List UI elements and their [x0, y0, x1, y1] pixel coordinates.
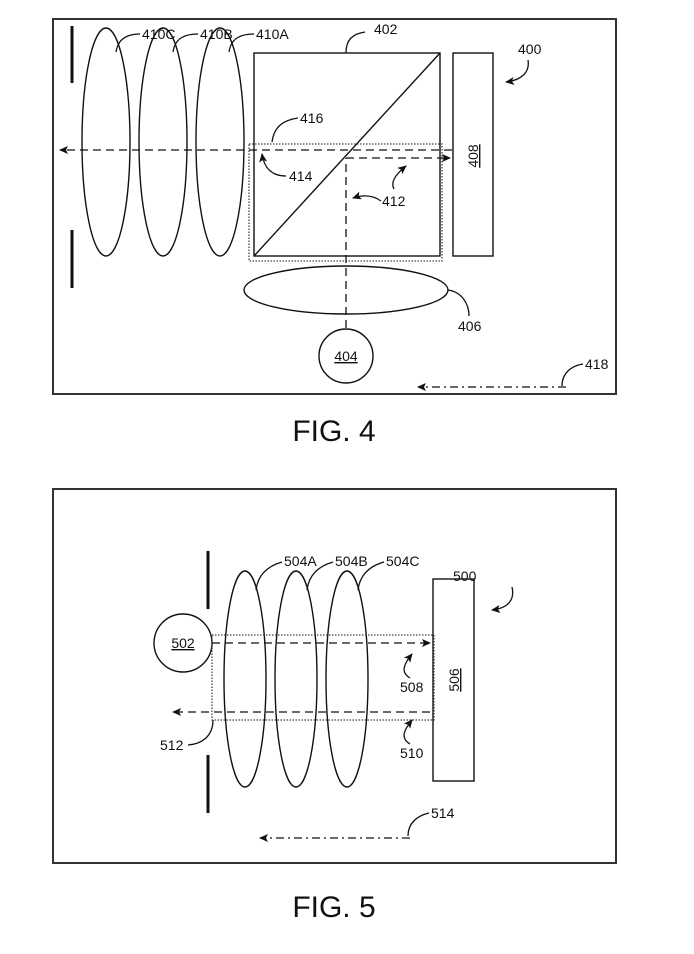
- lens-410c: [82, 28, 130, 256]
- leader-402: [346, 32, 365, 53]
- label-406: 406: [458, 318, 482, 334]
- arrow-412b: [393, 166, 406, 189]
- lens-504b: [275, 571, 317, 787]
- caption-fig4: FIG. 4: [292, 415, 375, 448]
- leader-410a: [229, 34, 254, 52]
- arrow-508: [404, 654, 412, 678]
- fig4-frame: [53, 19, 616, 394]
- leader-406: [448, 290, 469, 316]
- arrow-510: [404, 720, 412, 744]
- label-410c: 410C: [142, 26, 175, 42]
- arrow-414: [262, 154, 286, 176]
- label-400: 400: [518, 41, 542, 57]
- label-500: 500: [453, 568, 477, 584]
- label-404: 404: [334, 348, 358, 364]
- leader-418: [562, 364, 583, 386]
- caption-fig5: FIG. 5: [292, 891, 375, 924]
- label-412: 412: [382, 193, 406, 209]
- beam-splitter-diagonal: [254, 53, 440, 256]
- leader-512: [188, 720, 213, 745]
- lens-410b: [139, 28, 187, 256]
- label-504c: 504C: [386, 553, 419, 569]
- figure-5: 502 504A 504B 504C 506 500 512 508 510: [53, 489, 616, 863]
- lens-504c: [326, 571, 368, 787]
- label-410a: 410A: [256, 26, 289, 42]
- label-506: 506: [446, 668, 462, 692]
- arrow-400: [506, 60, 528, 82]
- label-414: 414: [289, 168, 313, 184]
- region-512: [212, 635, 434, 720]
- leader-504a: [256, 562, 282, 590]
- label-402: 402: [374, 21, 398, 37]
- label-504a: 504A: [284, 553, 317, 569]
- arrow-500: [492, 587, 513, 610]
- label-512: 512: [160, 737, 184, 753]
- label-514: 514: [431, 805, 455, 821]
- label-408: 408: [465, 144, 481, 168]
- label-502: 502: [171, 635, 195, 651]
- label-410b: 410B: [200, 26, 233, 42]
- figure-4: 410C 410B 410A 402 408 400 416 414 412: [53, 19, 616, 394]
- fig5-frame: [53, 489, 616, 863]
- lens-504a: [224, 571, 266, 787]
- leader-514: [408, 813, 429, 836]
- arrow-412a: [353, 196, 381, 201]
- label-508: 508: [400, 679, 424, 695]
- leader-416: [272, 118, 298, 142]
- label-504b: 504B: [335, 553, 368, 569]
- label-416: 416: [300, 110, 324, 126]
- lens-410a: [196, 28, 244, 256]
- label-418: 418: [585, 356, 609, 372]
- label-510: 510: [400, 745, 424, 761]
